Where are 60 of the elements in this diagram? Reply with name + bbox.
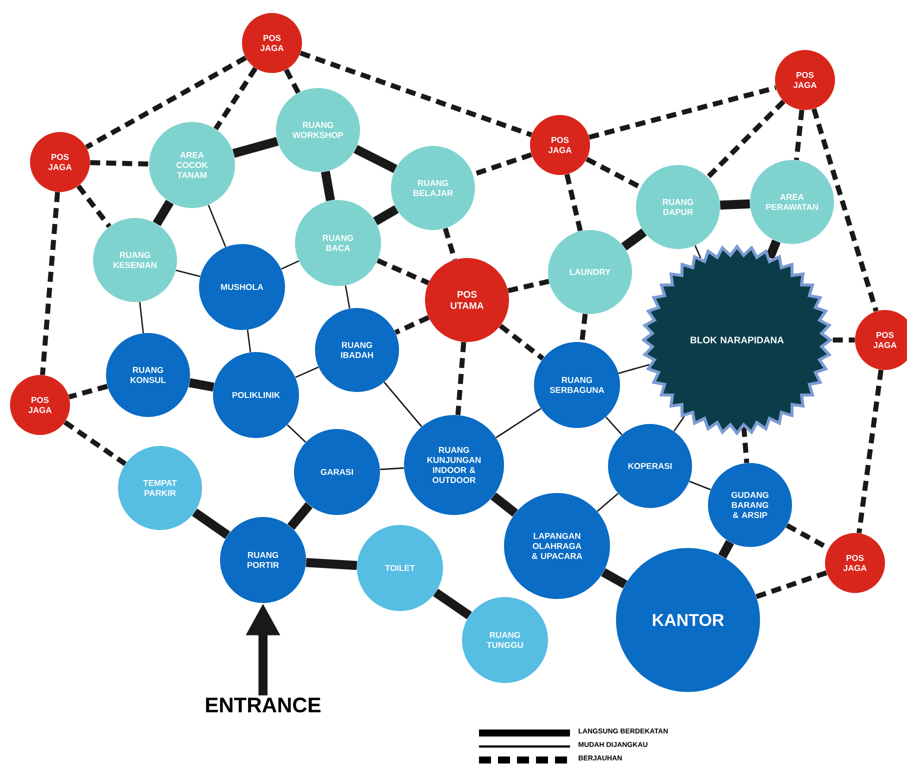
connector-line — [812, 108, 878, 312]
connector-line — [300, 50, 532, 138]
connector-line — [139, 302, 144, 334]
connector-line — [344, 285, 350, 309]
connector-line — [689, 480, 711, 490]
connector-line — [232, 136, 279, 158]
connector-line — [741, 426, 750, 464]
connector-line — [188, 378, 214, 392]
connector-line — [380, 467, 404, 470]
connector-line — [498, 324, 544, 361]
connector-line — [605, 416, 622, 436]
connector-line — [76, 184, 112, 228]
connector-line — [433, 588, 472, 620]
connector-line — [384, 382, 422, 428]
connector-line — [152, 200, 174, 226]
connector-line — [673, 416, 685, 432]
connector-line — [214, 66, 258, 130]
connector-line — [601, 568, 628, 588]
connector-line — [586, 156, 642, 190]
connector-line — [496, 408, 542, 438]
connector-line — [320, 170, 335, 202]
connector-line — [40, 192, 60, 376]
connector-line — [794, 110, 804, 160]
connector-line — [766, 240, 781, 260]
connector-line — [694, 245, 702, 258]
connector-line — [295, 366, 319, 378]
connector-line — [832, 338, 855, 342]
connector-line — [455, 342, 466, 416]
connector-line — [394, 315, 430, 335]
connector-line — [442, 228, 458, 260]
connector-line — [85, 56, 247, 150]
connector-line — [63, 420, 127, 466]
connector-line — [284, 68, 300, 94]
connector-line — [354, 144, 398, 174]
connector-line — [718, 540, 734, 559]
connector-line — [287, 502, 313, 530]
connector-line — [618, 364, 650, 374]
connector-line — [246, 330, 252, 352]
connector-line — [68, 384, 108, 400]
connector-line — [508, 278, 550, 294]
connector-line — [596, 492, 618, 512]
connector-line — [90, 160, 149, 167]
connector-line — [208, 204, 226, 248]
connector-line — [720, 199, 750, 210]
connector-line — [621, 228, 647, 251]
connector-line — [176, 270, 200, 278]
connector-line — [579, 314, 588, 342]
connector-line — [588, 85, 776, 140]
connector-line — [286, 424, 306, 443]
connector-line — [856, 370, 884, 534]
connector-line — [280, 260, 300, 270]
connector-line — [192, 508, 230, 539]
connector-line — [306, 558, 358, 570]
entrance-label: ENTRANCE — [206, 698, 320, 712]
connector-line — [376, 258, 430, 286]
connector-line — [706, 100, 786, 179]
connector-line — [756, 570, 828, 600]
connector-line — [564, 174, 583, 232]
connector-line — [373, 205, 399, 226]
connector-line — [490, 492, 518, 517]
